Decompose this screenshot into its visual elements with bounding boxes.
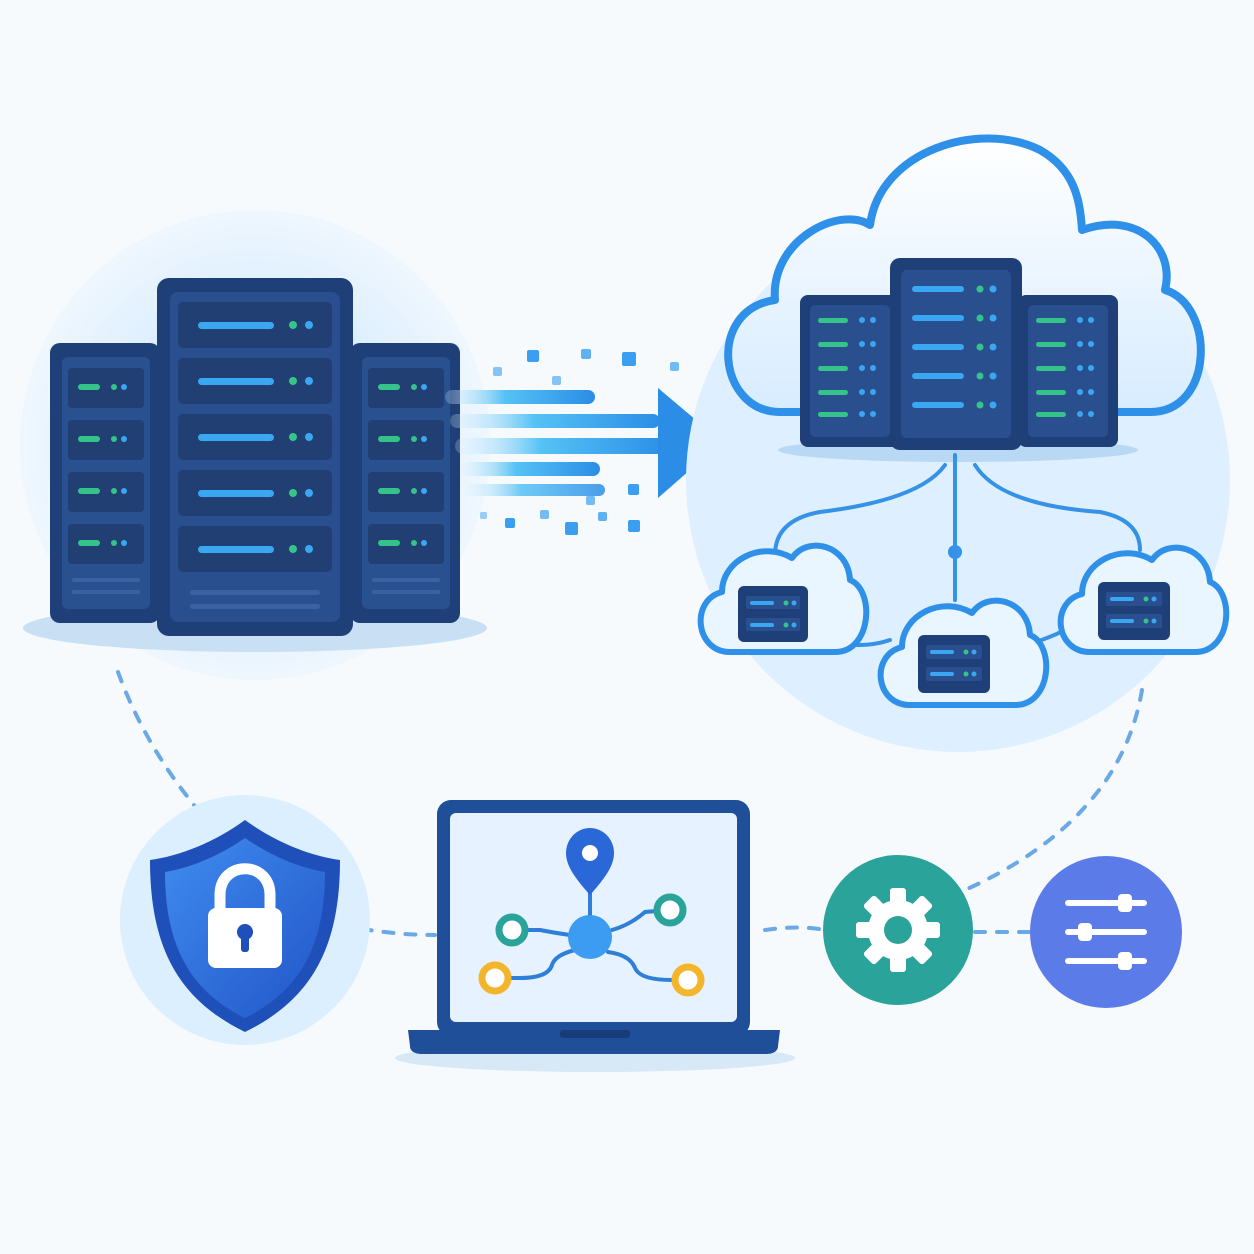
- node-yellow-left: [478, 961, 512, 995]
- small-cloud-center: [877, 597, 1050, 708]
- server-units-center: [178, 302, 332, 609]
- data-particles: [480, 349, 679, 535]
- node-teal-right: [653, 893, 687, 927]
- cloud-server-left: [800, 295, 900, 447]
- shield-lock-icon: [120, 795, 370, 1045]
- hub-node: [568, 915, 612, 959]
- server-rack-center: [157, 278, 353, 636]
- small-cloud-left: [697, 542, 870, 655]
- small-cloud-right: [1057, 544, 1230, 655]
- pin-center: [582, 845, 598, 861]
- cloud-datacenter: [686, 134, 1230, 752]
- node-yellow-right: [671, 963, 705, 997]
- lock-icon: [208, 863, 282, 968]
- sliders-icon: [1030, 856, 1182, 1008]
- laptop-base: [408, 1030, 780, 1054]
- laptop-network-map-icon: [395, 800, 795, 1072]
- gear-icon: [823, 855, 973, 1005]
- server-units-right: [368, 368, 444, 594]
- cloud-server-right: [1018, 295, 1118, 447]
- server-rack-left: [50, 343, 160, 623]
- connector-laptop-to-gear: [763, 925, 827, 932]
- data-transfer-arrow-icon: [445, 349, 722, 535]
- laptop-notch: [560, 1030, 630, 1038]
- node-teal-left: [495, 913, 529, 947]
- on-premise-servers: [20, 210, 490, 680]
- connector-servers-to-shield: [116, 670, 222, 837]
- transfer-streams: [445, 390, 670, 496]
- server-units-left: [68, 368, 144, 594]
- connector-cloud-to-gear: [963, 688, 1144, 892]
- location-pin-icon: [566, 828, 614, 895]
- server-rack-right: [350, 343, 460, 623]
- network-map: [478, 828, 705, 997]
- branch-node: [948, 545, 962, 559]
- cloud-server-center: [890, 258, 1022, 450]
